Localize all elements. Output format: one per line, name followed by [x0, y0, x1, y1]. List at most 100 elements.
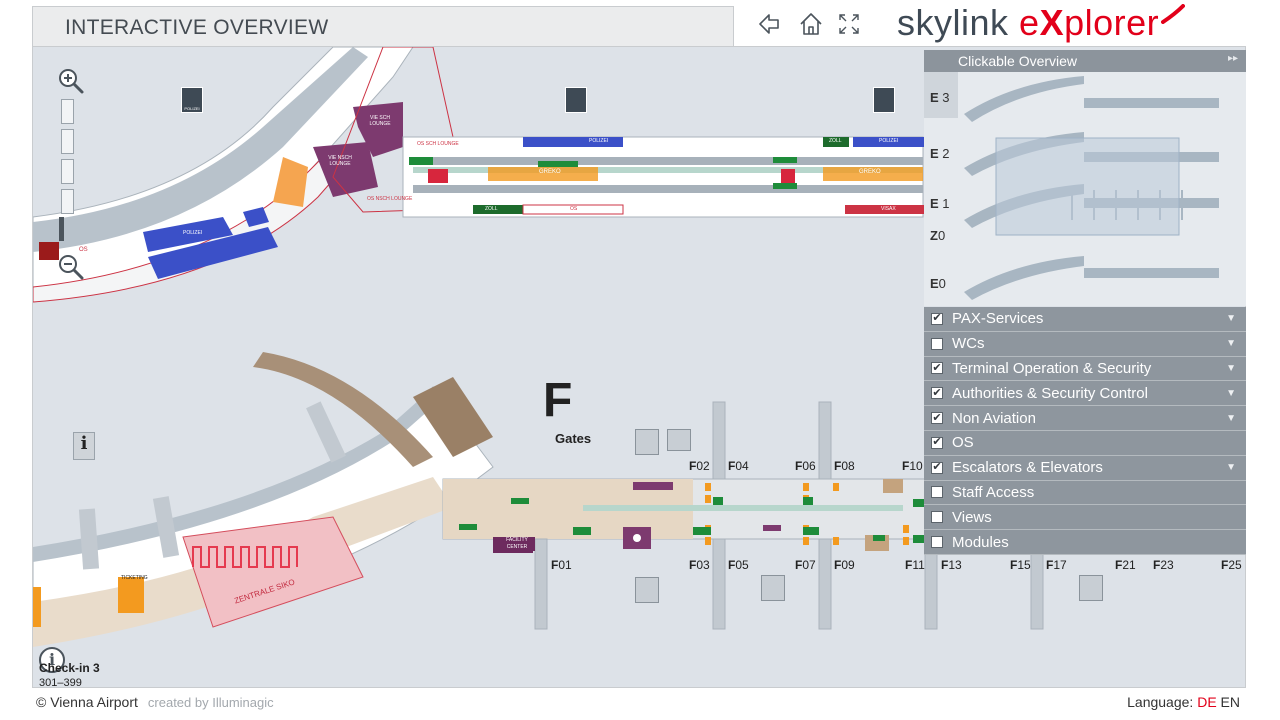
info-sign-icon[interactable]: i — [73, 432, 95, 460]
language-switcher: Language: DE EN — [1127, 694, 1240, 710]
checkbox[interactable] — [931, 511, 943, 524]
transfer-desk-icon[interactable] — [635, 429, 659, 455]
collapse-arrow-icon[interactable]: ▸▸ — [1227, 53, 1238, 64]
zoll-label: ZOLL — [485, 206, 498, 212]
filter-views[interactable]: Views — [924, 505, 1246, 531]
zoom-level-box[interactable] — [61, 159, 74, 184]
checkbox[interactable]: ✔ — [931, 361, 943, 375]
baggage-icon[interactable] — [667, 429, 691, 451]
gate-label[interactable]: F05 — [728, 558, 749, 572]
brand-x: X — [1039, 2, 1065, 43]
home-icon[interactable] — [798, 10, 824, 38]
chevron-down-icon[interactable]: ▼ — [1226, 462, 1236, 474]
lang-en-link[interactable]: EN — [1220, 694, 1240, 710]
gate-label[interactable]: F07 — [795, 558, 816, 572]
checkbox[interactable]: ✔ — [931, 411, 943, 425]
checkbox[interactable] — [931, 486, 943, 499]
overview-panel: Clickable Overview ▸▸ — [924, 50, 1246, 306]
vie-nsch-lounge-label: VIE NSCH LOUNGE — [328, 155, 352, 167]
gate-label[interactable]: F01 — [551, 558, 572, 572]
filter-label: Escalators & Elevators — [952, 459, 1103, 477]
gate-label[interactable]: F03 — [689, 558, 710, 572]
viewport-frame — [995, 137, 1180, 236]
gate-label[interactable]: F11 — [905, 558, 925, 572]
gate-label[interactable]: F09 — [834, 558, 855, 572]
chevron-down-icon[interactable]: ▼ — [1226, 338, 1236, 350]
gate-label[interactable]: F15 — [1010, 558, 1031, 572]
checkbox[interactable]: ✔ — [931, 312, 943, 325]
overview-header[interactable]: Clickable Overview ▸▸ — [924, 50, 1246, 72]
zoom-level-box[interactable] — [61, 189, 74, 214]
zoll-label: ZOLL — [829, 138, 842, 144]
info-icon[interactable]: i — [39, 647, 65, 673]
chevron-down-icon[interactable]: ▼ — [1226, 412, 1236, 424]
brand-swoosh-icon — [1161, 4, 1186, 24]
chevron-down-icon[interactable]: ▼ — [1226, 362, 1236, 374]
gate-label[interactable]: F10 — [902, 459, 923, 473]
visa-label: VISAX — [881, 206, 896, 212]
police-sign-icon[interactable]: POLIZEI — [181, 87, 203, 113]
os-sch-lounge-label: OS SCH LOUNGE — [417, 141, 459, 147]
transfer-desk-icon[interactable] — [1079, 575, 1103, 601]
gate-label[interactable]: F02 — [689, 459, 710, 473]
filter-terminal-operation[interactable]: ✔ Terminal Operation & Security ▼ — [924, 356, 1246, 382]
checkbox[interactable] — [931, 536, 943, 549]
gate-label[interactable]: F21 — [1115, 558, 1136, 572]
filter-label: Authorities & Security Control — [952, 384, 1148, 402]
filter-os[interactable]: ✔ OS — [924, 430, 1246, 456]
filter-label: PAX-Services — [952, 310, 1044, 328]
chevron-down-icon[interactable]: ▼ — [1226, 313, 1236, 325]
vie-sch-lounge-label: VIE SCH LOUNGE — [369, 115, 391, 127]
checkbox[interactable]: ✔ — [931, 461, 943, 474]
brand-e: e — [1019, 2, 1040, 43]
police-sign-label: POLIZEI — [184, 106, 200, 111]
zoom-slider-handle[interactable] — [59, 217, 64, 241]
filter-non-aviation[interactable]: ✔ Non Aviation ▼ — [924, 406, 1246, 431]
level-e3[interactable]: E 3 — [930, 89, 950, 105]
filter-authorities[interactable]: ✔ Authorities & Security Control ▼ — [924, 381, 1246, 407]
chevron-down-icon[interactable]: ▼ — [1226, 387, 1236, 399]
filter-wcs[interactable]: WCs ▼ — [924, 331, 1246, 357]
filter-label: Terminal Operation & Security — [952, 359, 1152, 377]
level-e2[interactable]: E 2 — [930, 145, 950, 161]
checkbox[interactable] — [931, 337, 943, 350]
zoom-level-box[interactable] — [61, 129, 74, 154]
checkbox[interactable]: ✔ — [931, 436, 943, 449]
filter-list: ✔ PAX-Services ▼ WCs ▼ ✔ Terminal Operat… — [924, 307, 1246, 555]
gate-label[interactable]: F23 — [1153, 558, 1174, 572]
greko-label: GREKO — [859, 169, 881, 175]
filter-label: Non Aviation — [952, 409, 1036, 427]
lang-de-link[interactable]: DE — [1197, 694, 1217, 710]
gate-label[interactable]: F08 — [834, 459, 855, 473]
filter-modules[interactable]: Modules — [924, 530, 1246, 555]
back-arrow-icon[interactable] — [757, 10, 781, 38]
filter-label: WCs — [952, 335, 985, 353]
filter-escalators[interactable]: ✔ Escalators & Elevators ▼ — [924, 455, 1246, 481]
brand-plorer: plorer — [1064, 2, 1160, 43]
gate-label[interactable]: F04 — [728, 459, 749, 473]
gate-label[interactable]: F25 — [1221, 558, 1242, 572]
checkbox[interactable]: ✔ — [931, 386, 943, 400]
checkin-range: 301–399 — [39, 677, 82, 688]
brand-logo: skylink eXplorer — [897, 2, 1186, 46]
filter-pax-services[interactable]: ✔ PAX-Services ▼ — [924, 307, 1246, 332]
zoom-level-box[interactable] — [61, 99, 74, 124]
level-e1[interactable]: E 1 — [930, 195, 950, 211]
os-label: OS — [79, 247, 88, 253]
assistance-icon[interactable] — [635, 577, 659, 603]
gate-label[interactable]: F17 — [1046, 558, 1067, 572]
gate-label[interactable]: F06 — [795, 459, 816, 473]
filter-staff-access[interactable]: Staff Access — [924, 480, 1246, 506]
police-sign-icon[interactable] — [565, 87, 587, 113]
gate-label[interactable]: F13 — [941, 558, 962, 572]
police-sign-icon[interactable] — [873, 87, 895, 113]
fullscreen-icon[interactable] — [838, 10, 860, 38]
filter-label: Staff Access — [952, 483, 1035, 501]
credit-text[interactable]: created by Illuminagic — [147, 695, 274, 710]
transfer-desk-icon[interactable] — [761, 575, 785, 601]
